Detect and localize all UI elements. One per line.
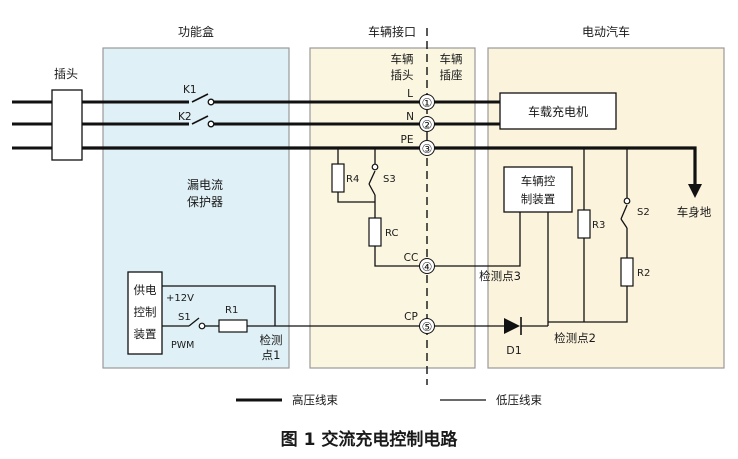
- supply-control-line2: 控制: [134, 305, 157, 319]
- r2-lead-bottom: [548, 286, 628, 323]
- pin-1: ①: [422, 96, 433, 110]
- pin-5: ⑤: [422, 320, 433, 334]
- vehicle-control-box: [503, 166, 573, 213]
- electric-vehicle-title: 电动汽车: [582, 24, 630, 39]
- leakage-protector-line1: 漏电流: [187, 178, 223, 192]
- d1-label: D1: [506, 344, 521, 357]
- function-box-title: 功能盒: [178, 24, 214, 39]
- k2-blade: [191, 115, 209, 125]
- vehicle-interface-title: 车辆接口: [368, 24, 416, 39]
- s2-blade: [620, 204, 628, 220]
- detect2-label: 检测点2: [554, 331, 596, 345]
- pin-3: ③: [422, 142, 433, 156]
- s3-lead-bottom: [368, 183, 376, 196]
- s1-label: S1: [178, 312, 191, 323]
- plug-header-line2: 插头: [391, 68, 414, 82]
- vehicle-control-line1: 车辆控: [521, 174, 556, 188]
- detect1-line1: 检测: [260, 333, 283, 347]
- plug-header-line1: 车辆: [391, 52, 414, 66]
- supply-control-line1: 供电: [134, 283, 157, 297]
- pin-4: ④: [422, 260, 433, 274]
- vehicle-control-line2: 制装置: [521, 192, 556, 206]
- legend-low-voltage-label: 低压线束: [496, 393, 542, 407]
- vehicle-interface-panel: [309, 47, 476, 369]
- r4-label: R4: [346, 174, 359, 185]
- chassis-ground-label: 车身地: [677, 205, 712, 219]
- plus12v-label: +12V: [166, 293, 194, 304]
- pe-wire: [82, 146, 697, 185]
- r3-label: R3: [592, 220, 605, 231]
- detect1-line2: 点1: [262, 348, 281, 362]
- wire-label-n: N: [406, 111, 414, 123]
- s2-label: S2: [637, 207, 650, 218]
- cc-wire: [374, 212, 521, 267]
- figure-caption: 图 1 交流充电控制电路: [281, 429, 459, 450]
- socket-header-line2: 插座: [440, 68, 463, 82]
- k1-contact: [207, 98, 215, 106]
- s1-blade: [188, 317, 200, 327]
- detect3-label: 检测点3: [479, 269, 521, 283]
- onboard-charger-label: 车载充电机: [528, 104, 588, 119]
- r3-resistor: [577, 209, 591, 239]
- wire-label-cp: CP: [404, 311, 418, 323]
- rc-label: RC: [385, 228, 398, 239]
- wire-label-cc: CC: [404, 252, 419, 264]
- s2-lead-bottom: [620, 218, 628, 229]
- s3-label: S3: [383, 174, 396, 185]
- r1-resistor: [218, 319, 248, 333]
- supply-control-line3: 装置: [134, 327, 157, 341]
- pin-1-ring: [419, 94, 435, 110]
- r2-resistor: [620, 257, 634, 287]
- pin-markers: ① ② ③ ④ ⑤: [419, 94, 435, 334]
- s3-contact: [371, 163, 379, 171]
- d1-diode: [504, 318, 520, 334]
- k1-label: K1: [183, 84, 197, 96]
- leakage-protector-line2: 保护器: [187, 195, 223, 209]
- k1-blade: [191, 93, 209, 103]
- s3-blade: [368, 170, 376, 185]
- pin-2: ②: [422, 118, 433, 132]
- k2-label: K2: [178, 111, 192, 123]
- plug-label: 插头: [54, 67, 78, 81]
- pin-2-ring: [419, 116, 435, 132]
- chassis-ground-arrow: [688, 184, 702, 198]
- k2-contact: [207, 120, 215, 128]
- mains-plug-block: [51, 89, 83, 161]
- plus12v-wire: [162, 285, 276, 326]
- r1-label: R1: [225, 305, 238, 316]
- r4-resistor: [331, 163, 345, 193]
- s2-contact: [623, 197, 631, 205]
- wire-label-pe: PE: [401, 134, 414, 146]
- pin-3-ring: [419, 140, 435, 156]
- legend-high-voltage-label: 高压线束: [292, 393, 338, 407]
- pwm-label: PWM: [171, 340, 194, 351]
- onboard-charger-box: [499, 92, 617, 130]
- r4-lead-bottom: [337, 192, 375, 203]
- rc-resistor: [368, 217, 382, 247]
- r2-label: R2: [637, 268, 650, 279]
- wire-label-l: L: [407, 88, 413, 100]
- s1-contact: [198, 322, 206, 330]
- socket-header-line1: 车辆: [440, 52, 463, 66]
- supply-control-box: [127, 271, 163, 355]
- pin-5-ring: [419, 318, 435, 334]
- pin-4-ring: [419, 258, 435, 274]
